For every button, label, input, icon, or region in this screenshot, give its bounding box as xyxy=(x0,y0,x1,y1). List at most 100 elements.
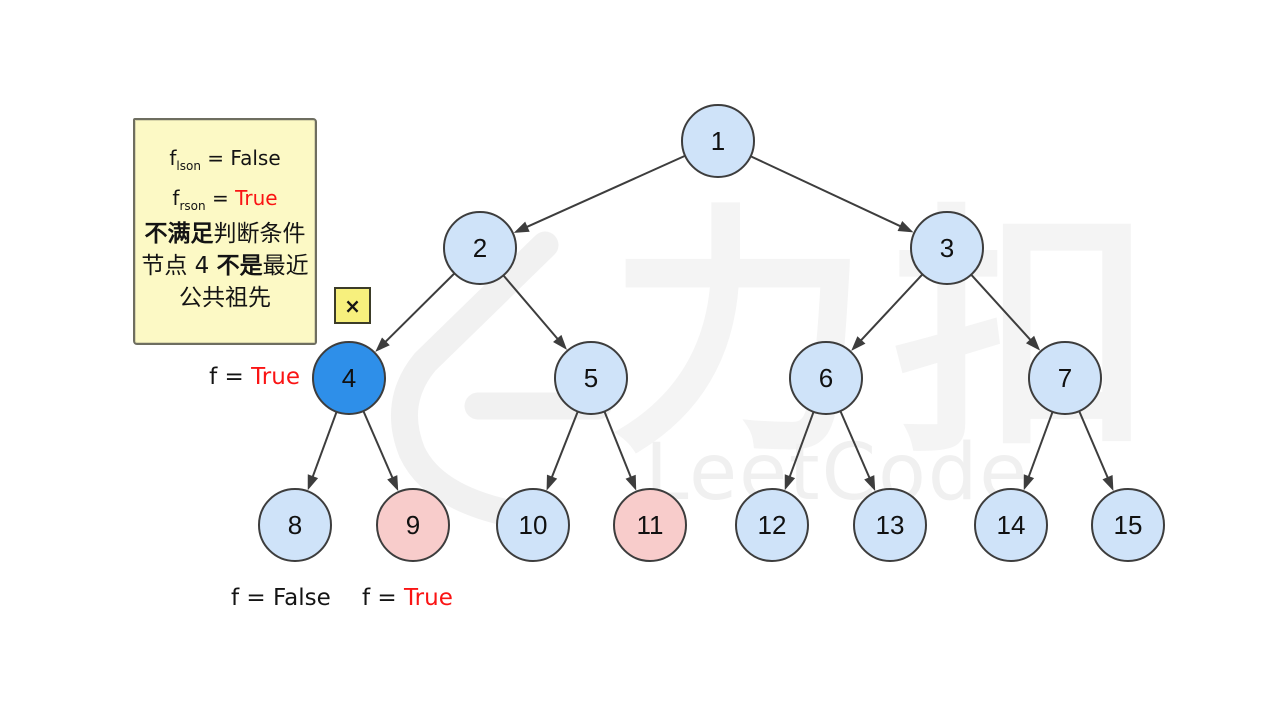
note-line-flson: flson = False xyxy=(135,138,315,178)
label-prefix: f = xyxy=(362,585,404,611)
tree-node-14: 14 xyxy=(974,488,1048,562)
equals: = xyxy=(205,186,236,210)
tree-node-value-13: 13 xyxy=(876,510,905,540)
tree-node-circle-15 xyxy=(1091,488,1165,562)
tree-node-circle-5 xyxy=(554,341,628,415)
tree-node-9: 9 xyxy=(376,488,450,562)
tree-node-10: 10 xyxy=(496,488,570,562)
tree-node-circle-2 xyxy=(443,211,517,285)
arrowhead-icon xyxy=(897,221,914,233)
tree-node-value-15: 15 xyxy=(1114,510,1143,540)
tree-node-circle-4 xyxy=(312,341,386,415)
flson-value: False xyxy=(230,146,281,170)
tree-node-value-5: 5 xyxy=(584,363,598,393)
tree-node-6: 6 xyxy=(789,341,863,415)
node4-bold: 不是 xyxy=(216,253,263,279)
tree-node-circle-10 xyxy=(496,488,570,562)
note-line-node4: 节点 4 不是最近 xyxy=(135,250,315,282)
tree-node-circle-1 xyxy=(681,104,755,178)
f-subscript: rson xyxy=(179,199,206,213)
tree-edge-1-3 xyxy=(750,155,914,233)
arrowhead-icon xyxy=(851,336,866,351)
node8-f-label: f = False xyxy=(231,585,331,611)
label-value: True xyxy=(251,364,300,390)
tree-edge-4-9 xyxy=(362,410,399,492)
arrowhead-icon xyxy=(546,474,558,491)
node4-pre: 节点 4 xyxy=(141,253,217,279)
tree-node-value-1: 1 xyxy=(711,126,725,156)
tree-node-value-10: 10 xyxy=(519,510,548,540)
arrowhead-icon xyxy=(1102,475,1114,491)
note-line-condition: 不满足判断条件 xyxy=(135,218,315,250)
tree-edge-6-12 xyxy=(784,411,815,491)
arrowhead-icon xyxy=(1025,335,1041,351)
tree-node-circle-3 xyxy=(910,211,984,285)
tree-edge-7-15 xyxy=(1078,410,1114,491)
cross-marker-box: × xyxy=(334,287,371,324)
tree-edge-3-7 xyxy=(970,273,1041,351)
label-prefix: f = xyxy=(231,585,273,611)
tree-node-11: 11 xyxy=(613,488,687,562)
tree-node-value-3: 3 xyxy=(940,233,954,263)
tree-node-circle-7 xyxy=(1028,341,1102,415)
f-subscript: lson xyxy=(176,159,201,173)
arrowhead-icon xyxy=(387,475,399,492)
tree-edge-6-13 xyxy=(839,410,876,492)
tree-node-8: 8 xyxy=(258,488,332,562)
tree-node-circle-13 xyxy=(853,488,927,562)
tree-node-value-14: 14 xyxy=(997,510,1026,540)
arrowhead-icon xyxy=(864,475,876,492)
arrowhead-icon xyxy=(375,337,390,352)
tree-edge-1-2 xyxy=(513,154,686,233)
f-symbol: f xyxy=(172,186,180,210)
tree-node-3: 3 xyxy=(910,211,984,285)
tree-node-circle-6 xyxy=(789,341,863,415)
arrowhead-icon xyxy=(784,474,796,491)
label-value: False xyxy=(273,585,331,611)
tree-node-4: 4 xyxy=(312,341,386,415)
label-prefix: f = xyxy=(209,364,252,390)
node4-post: 最近 xyxy=(262,253,309,279)
tree-node-value-11: 11 xyxy=(637,510,664,540)
tree-node-15: 15 xyxy=(1091,488,1165,562)
tree-node-circle-11 xyxy=(613,488,687,562)
note-line-ancestor: 公共祖先 xyxy=(179,285,271,311)
tree-node-value-6: 6 xyxy=(819,363,833,393)
tree-node-circle-14 xyxy=(974,488,1048,562)
condition-bold: 不满足 xyxy=(144,221,214,247)
tree-edge-2-5 xyxy=(502,274,567,350)
leetcode-cjk-watermark: 力扣 xyxy=(608,183,1176,488)
note-line-frson: frson = True xyxy=(135,178,315,218)
tree-node-value-2: 2 xyxy=(473,233,487,263)
annotation-note: flson = False frson = True 不满足判断条件 节点 4 … xyxy=(133,118,317,345)
tree-edge-2-4 xyxy=(375,272,456,352)
tree-node-7: 7 xyxy=(1028,341,1102,415)
tree-edge-5-11 xyxy=(603,411,637,491)
label-value: True xyxy=(404,585,453,611)
arrowhead-icon xyxy=(307,474,319,491)
tree-edge-4-8 xyxy=(307,411,338,491)
tree-edge-5-10 xyxy=(546,411,579,491)
equals: = xyxy=(200,146,231,170)
tree-node-5: 5 xyxy=(554,341,628,415)
arrowhead-icon xyxy=(1023,474,1035,491)
arrowhead-icon xyxy=(625,474,637,491)
tree-node-circle-9 xyxy=(376,488,450,562)
frson-value: True xyxy=(235,186,278,210)
tree-edge-3-6 xyxy=(851,273,924,351)
tree-node-circle-8 xyxy=(258,488,332,562)
arrowhead-icon xyxy=(553,334,567,350)
tree-node-2: 2 xyxy=(443,211,517,285)
tree-node-13: 13 xyxy=(853,488,927,562)
tree-node-1: 1 xyxy=(681,104,755,178)
tree-node-value-8: 8 xyxy=(288,510,302,540)
cross-icon: × xyxy=(344,293,361,318)
tree-node-value-7: 7 xyxy=(1058,363,1072,393)
tree-node-value-4: 4 xyxy=(342,363,356,393)
node4-f-label: f = True xyxy=(148,364,300,390)
tree-node-12: 12 xyxy=(735,488,809,562)
leetcode-text-watermark: LeetCode xyxy=(645,428,1030,518)
node9-f-label: f = True xyxy=(362,585,453,611)
